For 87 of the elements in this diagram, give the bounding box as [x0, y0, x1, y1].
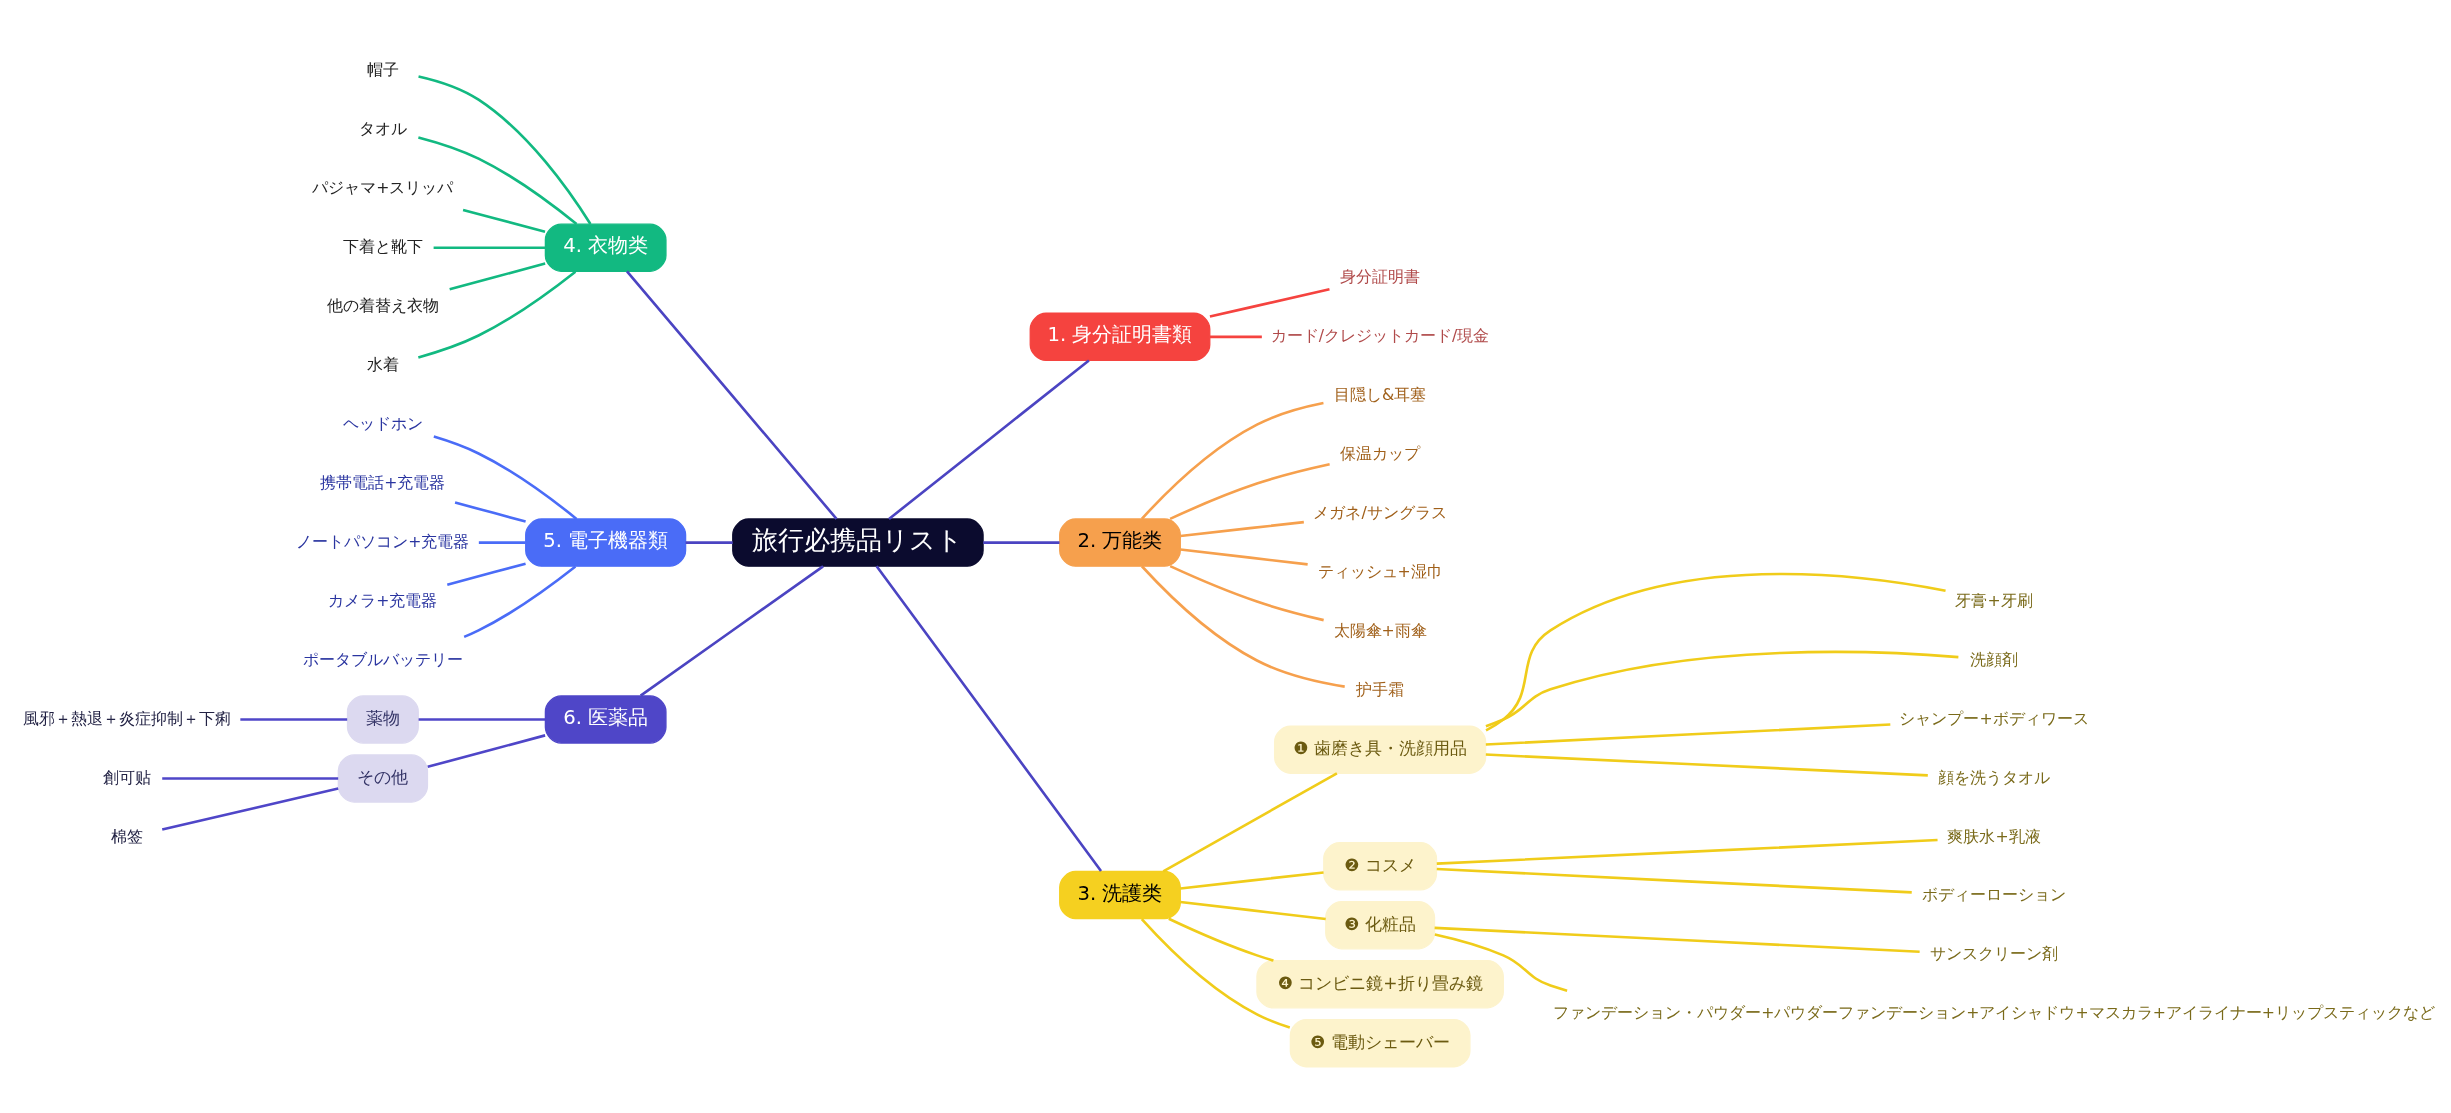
connector — [1485, 722, 1891, 746]
connector — [626, 270, 838, 520]
connector — [1140, 564, 1345, 688]
connector — [1180, 870, 1324, 890]
node-text: 洗顔剤 — [1970, 649, 2019, 669]
connector — [1209, 335, 1262, 338]
node-text: タオル — [358, 118, 407, 138]
node-box: 2. 万能类 — [1059, 517, 1181, 567]
node-box: 4. 衣物类 — [544, 223, 667, 272]
connector — [875, 565, 1103, 872]
connector — [418, 74, 592, 225]
connector — [1180, 900, 1326, 920]
node-text: メガネ/サングラス — [1313, 502, 1447, 522]
connector — [1140, 917, 1291, 1029]
node-text: 保温カップ — [1340, 443, 1421, 463]
node-text: ティッシュ+湿巾 — [1317, 561, 1443, 581]
connector — [162, 776, 339, 780]
connector — [1180, 547, 1308, 566]
connector — [639, 564, 824, 697]
connector — [446, 561, 526, 586]
connector — [161, 786, 339, 831]
connector — [1169, 462, 1330, 520]
connector — [1436, 838, 1938, 865]
node-box: 6. 医薬品 — [544, 694, 667, 744]
connector — [1485, 752, 1928, 777]
connector — [888, 358, 1090, 520]
connector — [427, 733, 546, 768]
node-text: カード/クレジットカード/現金 — [1270, 325, 1490, 345]
node-box: 旅行必携品リスト — [732, 517, 984, 567]
node-text: 太陽傘+雨傘 — [1333, 620, 1427, 640]
node-text: ポータブルバッテリー — [302, 649, 463, 669]
connector — [1434, 932, 1568, 992]
connector — [983, 540, 1060, 544]
connector — [463, 565, 577, 638]
connector — [454, 500, 526, 523]
connector — [433, 245, 546, 249]
node-text: シャンプー+ボディワース — [1899, 708, 2089, 728]
node-text: カメラ+充電器 — [328, 590, 438, 610]
node-text: 牙膏+牙刷 — [1955, 590, 2033, 610]
node-text: 护手霜 — [1356, 679, 1405, 699]
node-text: ヘッドホン — [342, 413, 423, 433]
node-text: サンスクリーン剤 — [1930, 943, 2059, 963]
connector — [1169, 564, 1324, 621]
connector — [462, 208, 546, 233]
node-box: ❺ 電動シェーバー — [1289, 1018, 1471, 1067]
node-text: ボディーローション — [1922, 884, 2067, 904]
connector — [418, 270, 577, 359]
connector — [1485, 572, 1946, 731]
node-text: 身分証明書 — [1340, 266, 1421, 286]
node-text: 顔を洗うタオル — [1938, 767, 2051, 787]
connector — [1434, 926, 1920, 953]
connector — [433, 434, 578, 520]
node-text: ファンデーション・パウダー+パウダーファンデーション+アイシャドウ+マスカラ+アイライナー+リップスティックなど — [1553, 1002, 2435, 1022]
node-text: 水着 — [366, 354, 399, 374]
node-box: ❷ コスメ — [1323, 841, 1438, 890]
node-box: 5. 電子機器類 — [525, 517, 687, 567]
node-text: ノートパソコン+充電器 — [296, 531, 470, 551]
connector — [478, 540, 526, 544]
connector — [1209, 287, 1330, 318]
connector — [418, 717, 546, 721]
connector — [1140, 401, 1324, 520]
connector — [1162, 771, 1338, 873]
connector — [685, 540, 733, 544]
connector — [418, 135, 578, 225]
node-text: 携帯電話+充電器 — [320, 472, 446, 492]
connector — [1436, 867, 1912, 894]
connector — [1168, 917, 1274, 962]
node-box: ❶ 歯磨き具・洗顔用品 — [1274, 724, 1487, 774]
node-box: ❸ 化粧品 — [1325, 900, 1436, 949]
connector — [449, 261, 546, 290]
node-text: 下着と靴下 — [342, 236, 423, 256]
connector — [240, 717, 348, 721]
node-text: パジャマ+スリッパ — [312, 177, 454, 197]
node-box: その他 — [337, 753, 429, 803]
node-text: 爽肤水+乳液 — [1947, 825, 2041, 845]
node-text: 他の着替え衣物 — [326, 295, 439, 315]
connector — [1180, 520, 1304, 537]
node-box: ❹ コンビニ鏡+折り畳み鏡 — [1256, 959, 1504, 1008]
node-text: 風邪＋熱退＋炎症抑制＋下痢 — [22, 708, 231, 728]
connector — [1485, 650, 1959, 727]
node-text: 創可贴 — [102, 767, 151, 787]
node-text: 帽子 — [366, 59, 399, 79]
node-text: 棉签 — [110, 825, 143, 845]
node-box: 3. 洗護类 — [1059, 870, 1181, 919]
node-text: 目隠し&耳塞 — [1334, 384, 1427, 404]
node-box: 1. 身分証明書類 — [1029, 312, 1211, 361]
node-box: 薬物 — [346, 694, 419, 744]
